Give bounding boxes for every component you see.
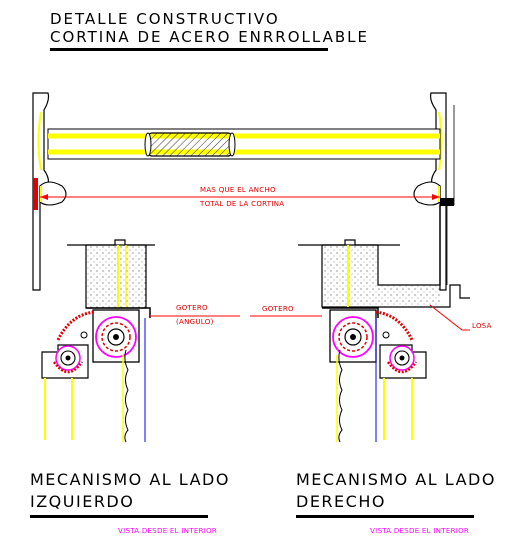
dimension-label-1: MAS QUE EL ANCHO: [200, 186, 276, 194]
title-line-1: DETALLE CONSTRUCTIVO: [50, 10, 280, 28]
caption-left-line-2: IZQUIERDO: [30, 492, 135, 511]
caption-left-line-1: MECANISMO AL LADO: [30, 470, 230, 489]
caption-left-underline: [30, 515, 208, 518]
view-note-right: VISTA DESDE EL INTERIOR: [370, 527, 470, 535]
losa-label: LOSA: [472, 322, 492, 330]
roller-tube: [47, 128, 441, 160]
title-line-2: CORTINA DE ACERO ENRROLLABLE: [50, 28, 369, 46]
gotero-right-label: GOTERO: [262, 305, 294, 313]
end-cap-left: [33, 178, 67, 210]
left-mechanism: [41, 239, 155, 443]
dimension-line: [40, 194, 440, 200]
dimension-label-2: TOTAL DE LA CORTINA: [200, 200, 285, 208]
end-cap-right: [413, 181, 454, 206]
caption-right-underline: [296, 515, 474, 518]
view-note-left: VISTA DESDE EL INTERIOR: [118, 527, 218, 535]
caption-right-line-2: DERECHO: [296, 492, 386, 511]
right-mechanism: [298, 205, 470, 443]
top-elevation: [32, 92, 455, 291]
caption-right-line-1: MECANISMO AL LADO: [296, 470, 496, 489]
gotero-left-label: GOTERO: [176, 304, 208, 312]
title-underline: [50, 48, 328, 51]
gotero-left-sublabel: (ANGULO): [176, 318, 214, 326]
